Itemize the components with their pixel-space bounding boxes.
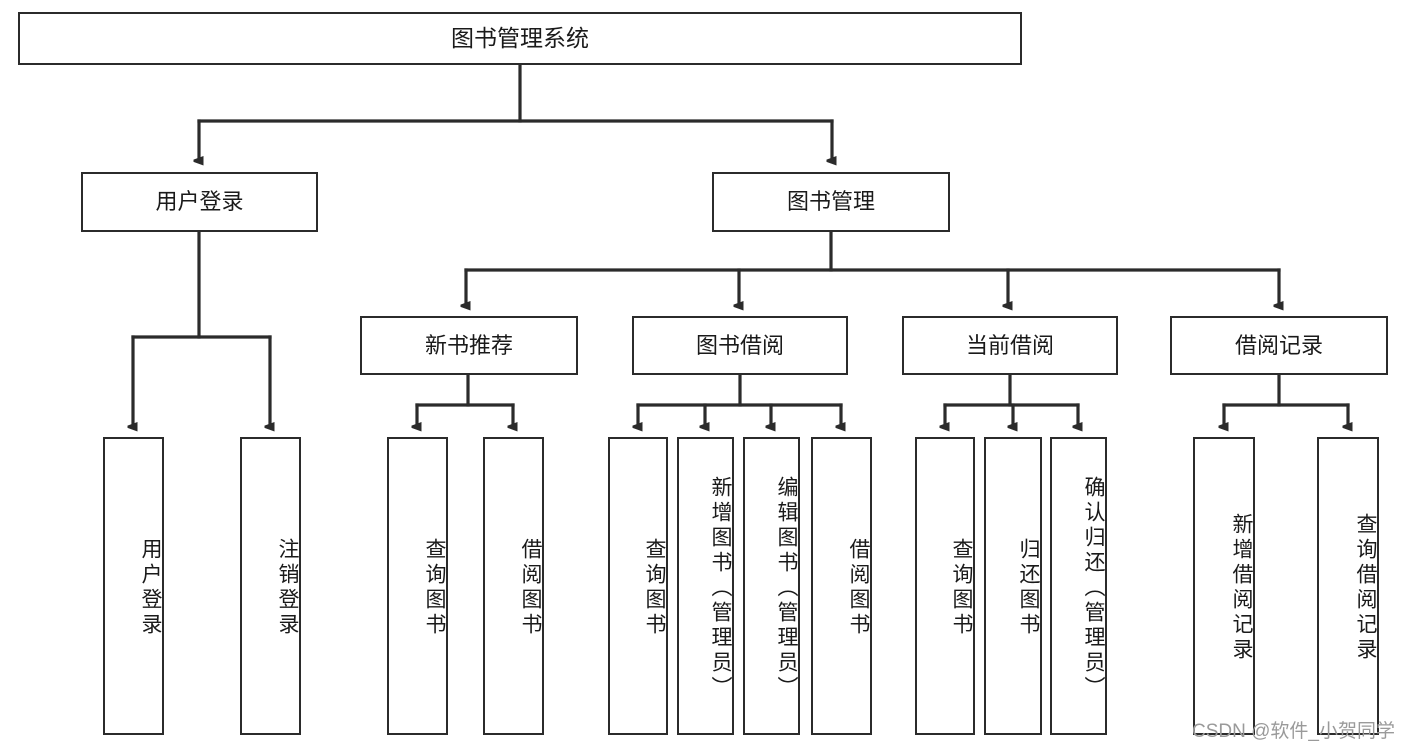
leaf-label: 借阅图书 (519, 538, 542, 638)
node-root-label: 图书管理系统 (451, 25, 589, 52)
leaf-node[interactable]: 确认归还（管理员） (1050, 437, 1107, 735)
leaf-node[interactable]: 查询图书 (387, 437, 448, 735)
node-current-borrow[interactable]: 当前借阅 (902, 316, 1118, 375)
leaf-label: 新增图书（管理员） (709, 475, 732, 701)
leaf-node[interactable]: 查询借阅记录 (1317, 437, 1379, 735)
leaf-node[interactable]: 新增借阅记录 (1193, 437, 1255, 735)
node-book-borrow[interactable]: 图书借阅 (632, 316, 848, 375)
node-borrow-records-label: 借阅记录 (1234, 332, 1323, 358)
node-current-borrow-label: 当前借阅 (965, 332, 1054, 358)
leaf-label: 查询图书 (423, 538, 446, 638)
node-user-login-label: 用户登录 (155, 189, 244, 215)
node-root[interactable]: 图书管理系统 (18, 12, 1022, 65)
leaf-node[interactable]: 归还图书 (984, 437, 1042, 735)
node-new-book-recommend-label: 新书推荐 (424, 332, 513, 358)
leaf-node[interactable]: 查询图书 (915, 437, 975, 735)
leaf-label: 确认归还（管理员） (1082, 475, 1105, 701)
leaf-label: 新增借阅记录 (1230, 513, 1253, 663)
leaf-node[interactable]: 借阅图书 (483, 437, 544, 735)
node-book-management[interactable]: 图书管理 (712, 172, 950, 232)
leaf-node[interactable]: 新增图书（管理员） (677, 437, 734, 735)
leaf-node[interactable]: 借阅图书 (811, 437, 872, 735)
leaf-node[interactable]: 查询图书 (608, 437, 668, 735)
node-new-book-recommend[interactable]: 新书推荐 (360, 316, 578, 375)
leaf-node[interactable]: 用户登录 (103, 437, 164, 735)
leaf-label: 查询图书 (950, 538, 973, 638)
leaf-label: 查询借阅记录 (1354, 513, 1377, 663)
node-borrow-records[interactable]: 借阅记录 (1170, 316, 1388, 375)
leaf-label: 注销登录 (276, 538, 299, 638)
leaf-node[interactable]: 注销登录 (240, 437, 301, 735)
leaf-label: 借阅图书 (847, 538, 870, 638)
watermark: CSDN @软件_小贺同学 (1192, 721, 1395, 742)
node-book-borrow-label: 图书借阅 (695, 332, 784, 358)
leaf-label: 查询图书 (643, 538, 666, 638)
node-user-login[interactable]: 用户登录 (81, 172, 318, 232)
leaf-label: 编辑图书（管理员） (775, 475, 798, 701)
leaf-node[interactable]: 编辑图书（管理员） (743, 437, 800, 735)
leaf-label: 用户登录 (139, 538, 162, 638)
node-book-management-label: 图书管理 (786, 189, 875, 215)
leaf-label: 归还图书 (1017, 538, 1040, 638)
